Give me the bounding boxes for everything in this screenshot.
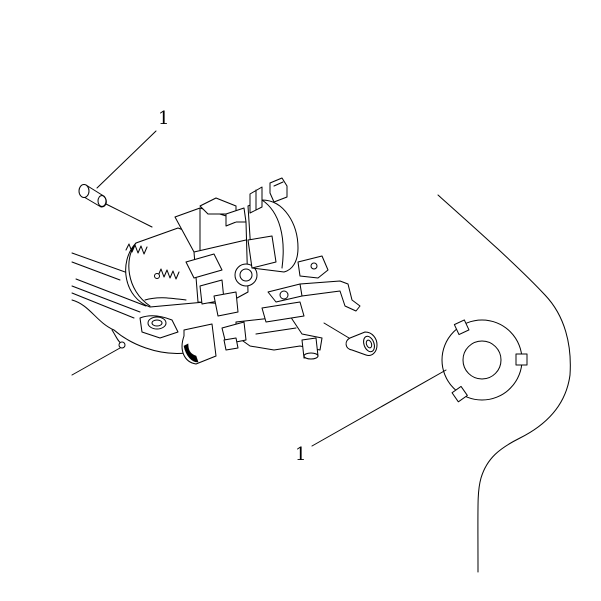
callout-lower: 1	[295, 369, 447, 465]
side-link	[297, 255, 329, 279]
spring-lower	[154, 268, 180, 280]
retaining-ring-part	[441, 319, 528, 403]
pin-insertion-line	[105, 203, 153, 228]
callout-leader-lower	[311, 369, 447, 447]
callout-label-lower: 1	[295, 444, 306, 465]
cover-outline	[437, 194, 571, 573]
central-block	[174, 197, 258, 317]
lever-arm	[267, 280, 361, 312]
ring-tab-right	[515, 353, 528, 366]
shaft-rail	[71, 252, 187, 354]
spring-upper	[125, 243, 148, 255]
ring-tab-bottom	[451, 385, 468, 403]
bushing-part	[345, 331, 378, 356]
callout-label-upper: 1	[158, 108, 169, 129]
lower-pawl	[235, 301, 323, 360]
housing-assembly	[71, 177, 361, 365]
ring-tab-top	[453, 319, 470, 336]
drum-cover	[247, 199, 299, 273]
callout-upper: 1	[96, 108, 169, 189]
lower-cam	[181, 321, 247, 365]
housing-leader-line	[71, 347, 121, 376]
top-bracket-left	[249, 186, 263, 214]
pin-part	[78, 184, 107, 208]
bushing-insertion-line	[323, 322, 350, 339]
callout-leader-upper	[96, 130, 157, 189]
top-bracket-right	[269, 177, 288, 203]
gear-drum	[125, 227, 206, 339]
